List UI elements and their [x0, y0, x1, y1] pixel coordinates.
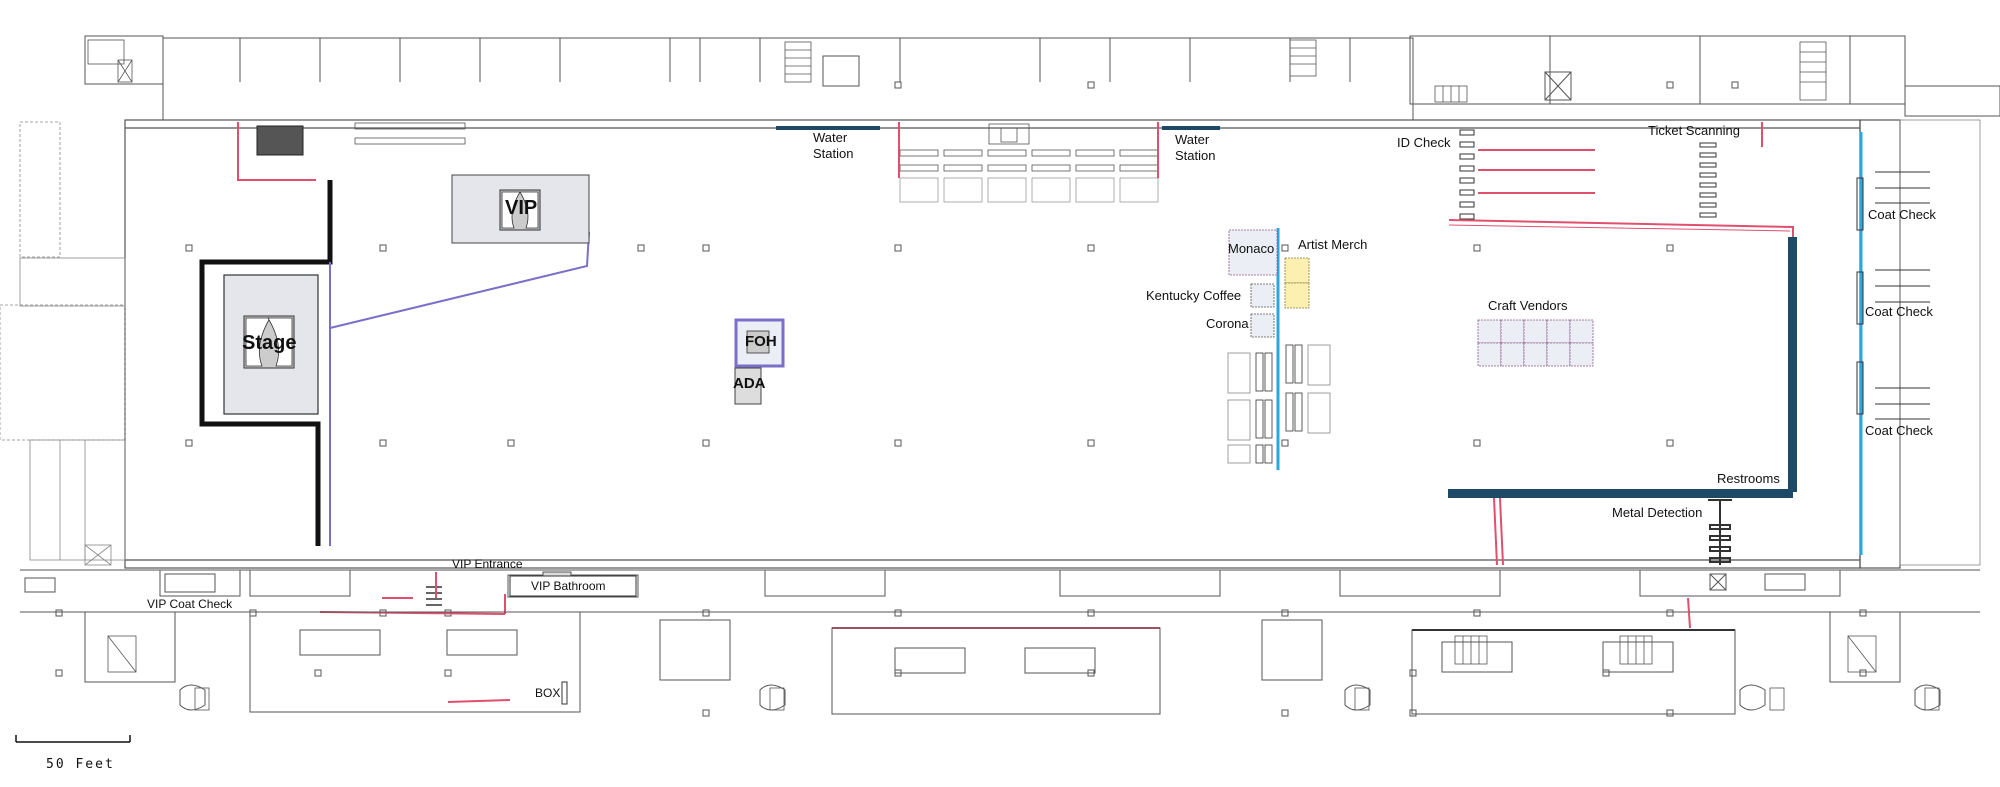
seating-rows-top	[354, 122, 466, 145]
vip-entrance-stairs	[426, 586, 442, 606]
bar-seating-area	[899, 123, 1159, 203]
artist-merch-label: Artist Merch	[1298, 237, 1367, 252]
restrooms-wall-horizontal	[1448, 489, 1793, 498]
curtain-icon	[746, 330, 770, 354]
coat-check-1-label: Coat Check	[1868, 207, 1936, 222]
coat-check-2-label: Coat Check	[1865, 304, 1933, 319]
kentucky-coffee-label: Kentucky Coffee	[1146, 288, 1241, 303]
stairs-icon	[107, 635, 1940, 711]
vendor-seating	[1227, 344, 1331, 464]
top-building-strip	[84, 35, 2000, 121]
box-label: BOX	[535, 686, 560, 700]
stage-wall	[199, 180, 333, 546]
id-check-label: ID Check	[1397, 135, 1451, 150]
monaco-label: Monaco	[1228, 241, 1274, 256]
dark-equipment-box	[256, 125, 304, 156]
corona-booth	[1250, 313, 1275, 338]
metal-detector-gates	[1708, 499, 1732, 565]
kentucky-coffee-booth	[1250, 283, 1275, 308]
red-barrier-stage-top	[237, 122, 316, 181]
scale-bar	[15, 735, 131, 743]
red-barrier-id-lanes	[1478, 149, 1595, 194]
box-office-icon	[561, 681, 568, 705]
ticket-scanning-label: Ticket Scanning	[1648, 123, 1740, 138]
metal-detection-label: Metal Detection	[1612, 505, 1702, 520]
foh-label: FOH	[745, 333, 777, 350]
curtain-icon	[243, 315, 295, 369]
id-check-lanes	[1459, 129, 1475, 220]
restrooms-wall-vertical	[1788, 237, 1797, 492]
bottom-corridor-walls	[20, 569, 1980, 613]
vip-coat-check-label: VIP Coat Check	[147, 597, 233, 611]
ada-label: ADA	[733, 375, 766, 392]
restrooms-label: Restrooms	[1717, 471, 1780, 486]
curtain-icon	[499, 189, 541, 231]
ada-platform	[734, 367, 762, 405]
scale-label: 50 Feet	[46, 757, 115, 772]
stage-label: Stage	[242, 332, 296, 354]
craft-vendors-booths	[1477, 319, 1594, 367]
bottom-rooms	[84, 611, 1941, 715]
vip-bathroom-label: VIP Bathroom	[531, 579, 605, 593]
corona-label: Corona	[1206, 316, 1249, 331]
craft-vendors-label: Craft Vendors	[1488, 298, 1568, 313]
red-barrier-entrance-2	[1499, 497, 1504, 566]
red-barrier-queue	[1448, 219, 1794, 238]
stairs-icon	[87, 39, 1827, 103]
monaco-booth	[1228, 229, 1278, 276]
vip-bathroom-box	[509, 575, 637, 597]
left-wing-walls	[0, 119, 1981, 566]
vip-purple-line	[329, 231, 590, 329]
coat-check-3-label: Coat Check	[1865, 423, 1933, 438]
coat-check-racks	[1856, 171, 1930, 420]
artist-merch-booth-2	[1284, 282, 1310, 309]
red-barrier-entrance	[1493, 497, 1498, 566]
main-hall-walls	[124, 119, 1901, 569]
ticket-scanning-lanes	[1699, 142, 1717, 218]
vip-label: VIP	[505, 197, 537, 219]
structural-columns	[55, 81, 1867, 717]
red-barrier-queue-inner	[1448, 224, 1791, 232]
vip-entrance-label: VIP Entrance	[452, 557, 523, 571]
artist-merch-booth-1	[1284, 257, 1310, 284]
